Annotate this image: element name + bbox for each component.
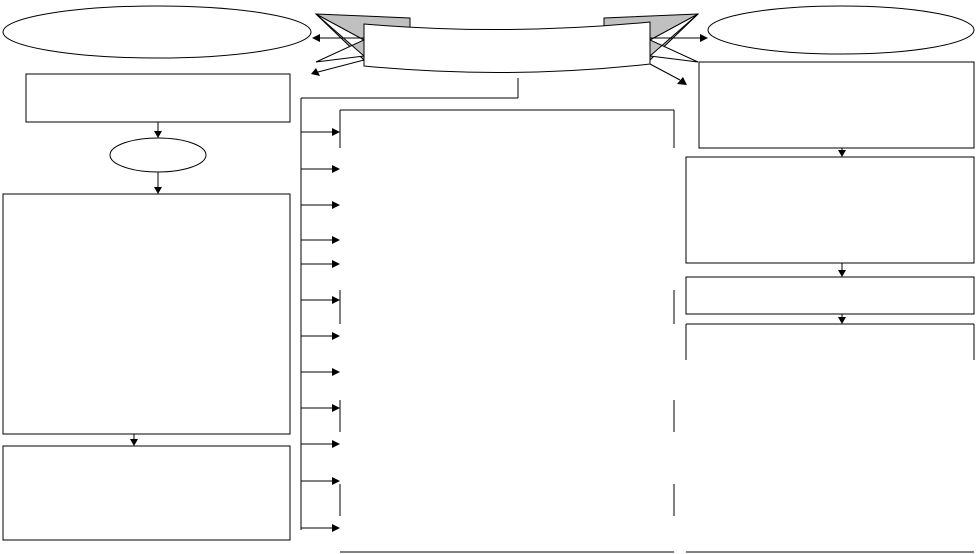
- right-box-4: [685, 323, 975, 553]
- right-connectors: [838, 148, 846, 324]
- left-big-box: [2, 193, 291, 435]
- center-item-arrows: [301, 128, 340, 532]
- right-box-2: [685, 156, 975, 264]
- banner-right-fold: [648, 13, 699, 63]
- right-box-3: [685, 276, 975, 315]
- left-connectors: [130, 122, 162, 446]
- left-box-1: [25, 73, 291, 123]
- banner-body: [363, 21, 651, 74]
- banner-ribbon: [314, 13, 700, 74]
- right-box-1: [698, 61, 975, 149]
- left-small-ellipse: [109, 137, 207, 173]
- banner-left-fold: [315, 13, 366, 63]
- left-bottom-box: [2, 445, 291, 541]
- banner-connectors: [301, 34, 708, 99]
- center-spine: [300, 98, 675, 553]
- left-ellipse: [2, 5, 312, 59]
- right-ellipse: [707, 5, 975, 55]
